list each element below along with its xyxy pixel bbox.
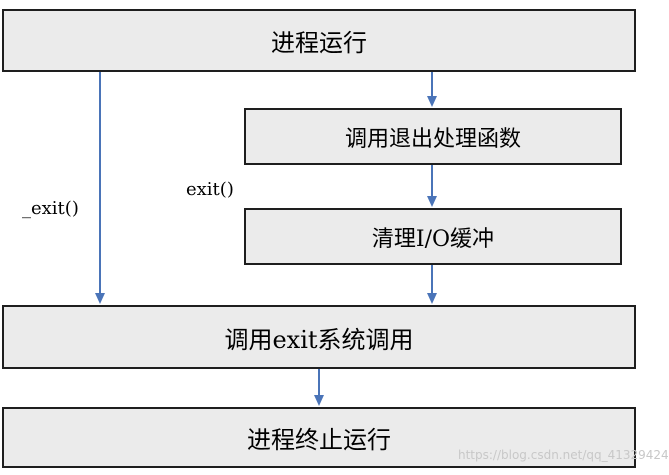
flow-arrows	[95, 72, 437, 406]
arrowhead-flush-to-syscall	[427, 293, 437, 304]
arrowhead-syscall-to-terminated	[314, 395, 324, 406]
arrowhead-run-to-handlers	[427, 96, 437, 107]
exit-label: exit()	[186, 179, 234, 200]
arrowhead-handlers-to-flush	[427, 196, 437, 207]
flush-io-buffers-node: 清理I/O缓冲	[244, 208, 622, 265]
underscore-exit-label: _exit()	[22, 198, 79, 219]
exit-syscall-node: 调用exit系统调用	[2, 305, 636, 369]
arrowhead-underscore-exit	[95, 293, 105, 304]
call-exit-handlers-node: 调用退出处理函数	[244, 108, 622, 165]
process-running-node: 进程运行	[2, 9, 636, 72]
watermark: https://blog.csdn.net/qq_41329424	[458, 448, 669, 462]
process-terminated-node: 进程终止运行	[2, 407, 636, 468]
